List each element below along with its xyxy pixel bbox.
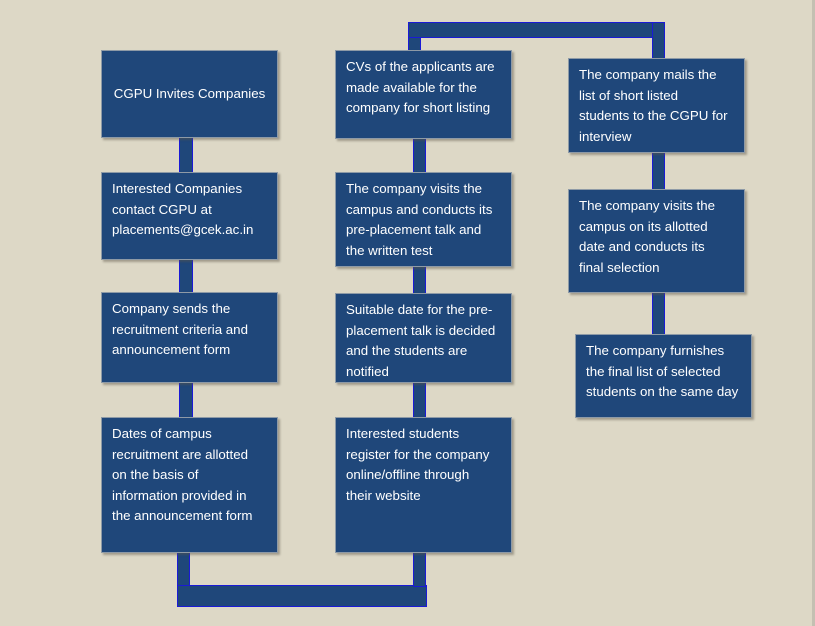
step-mails-shortlist: The company mails the list of short list…: [568, 58, 745, 153]
connector-top-right-vertical: [652, 22, 665, 60]
connector-c1-3-4: [179, 381, 193, 419]
step-pre-placement-talk: The company visits the campus and conduc…: [335, 172, 512, 267]
step-date-decided: Suitable date for the pre- placement tal…: [335, 293, 512, 383]
page-edge: [812, 0, 815, 626]
connector-top-horizontal: [408, 22, 665, 38]
connector-c2-4-3: [413, 381, 426, 419]
step-final-selection: The company visits the campus on its all…: [568, 189, 745, 293]
step-cvs-available: CVs of the applicants are made available…: [335, 50, 512, 139]
step-cgpu-invites: CGPU Invites Companies: [101, 50, 278, 138]
connector-c3-1-2: [652, 151, 665, 191]
step-dates-allotted: Dates of campus recruitment are allotted…: [101, 417, 278, 553]
connector-c1-2-3: [179, 258, 193, 294]
connector-bottom-right-vertical: [413, 551, 426, 587]
step-students-register: Interested students register for the com…: [335, 417, 512, 553]
connector-c2-3-2: [413, 265, 426, 295]
connector-c1-1-2: [179, 136, 193, 174]
step-recruitment-criteria: Company sends the recruitment criteria a…: [101, 292, 278, 383]
connector-c3-2-3: [652, 291, 665, 336]
connector-bottom-horizontal: [177, 585, 427, 607]
connector-bottom-left-vertical: [177, 551, 190, 587]
connector-c2-2-1: [413, 137, 426, 174]
step-final-list: The company furnishes the final list of …: [575, 334, 752, 418]
step-companies-contact: Interested Companies contact CGPU at pla…: [101, 172, 278, 260]
